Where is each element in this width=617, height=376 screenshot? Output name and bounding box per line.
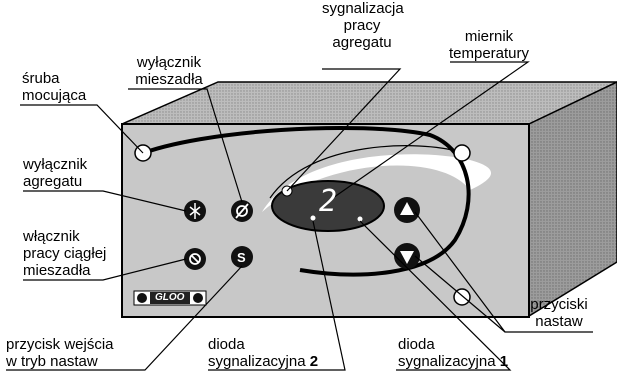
label-dioda-1: dioda sygnalizacyjna 1 bbox=[398, 336, 509, 370]
logo-text: GLOO bbox=[155, 292, 185, 303]
set-button bbox=[231, 246, 253, 268]
continuous-icon bbox=[189, 253, 201, 265]
panel-swoosh bbox=[262, 154, 492, 212]
screw-top-right bbox=[453, 144, 471, 162]
display-window bbox=[271, 180, 385, 232]
label-dioda-2: dioda sygnalizacyjna 2 bbox=[208, 336, 319, 370]
led-1 bbox=[357, 216, 363, 222]
logo-emblem-right bbox=[193, 293, 203, 303]
led-2 bbox=[310, 215, 316, 221]
logo-emblem-left bbox=[137, 293, 147, 303]
compressor-icon bbox=[189, 203, 201, 219]
set-button-label: S bbox=[237, 250, 246, 265]
triangle-up-icon bbox=[400, 202, 414, 215]
display-value: 2 bbox=[319, 184, 338, 219]
housing-side bbox=[528, 81, 617, 318]
leader-lines bbox=[6, 61, 593, 371]
mixer-off-icon bbox=[235, 203, 249, 219]
triangle-down-icon bbox=[400, 251, 414, 264]
